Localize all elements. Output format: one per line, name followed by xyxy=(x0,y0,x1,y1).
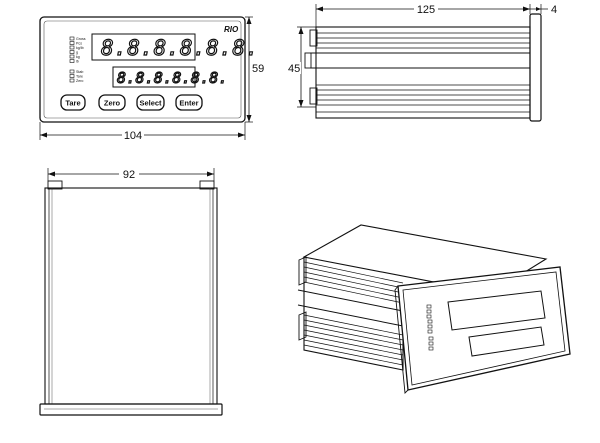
indicator-led xyxy=(69,78,75,83)
indicator-label: kg/lb xyxy=(76,46,84,50)
tare-button: Tare xyxy=(60,94,86,111)
top-view: 92 xyxy=(39,168,223,416)
front-panel-outline xyxy=(39,16,246,123)
iso-bezel-edge xyxy=(394,285,409,394)
indicator-led xyxy=(69,59,75,63)
display-digits-bottom: 8.8.8.8.8.8. xyxy=(117,69,228,87)
iso-display-top xyxy=(447,290,546,331)
indicator-label: Stab xyxy=(76,70,83,74)
side-clip-top xyxy=(309,29,318,47)
iso-bezel-outer xyxy=(397,266,571,391)
indicator-label: Gross xyxy=(76,37,86,41)
indicator-label: Pcs xyxy=(76,42,82,46)
indicator-led xyxy=(69,45,75,50)
top-clip-right xyxy=(199,180,215,190)
top-bezel xyxy=(39,403,223,416)
indicator-label: Tare xyxy=(76,75,83,79)
indicator-label: Zero xyxy=(76,79,83,83)
indicator-led xyxy=(69,50,75,54)
side-height-label: 45 xyxy=(288,63,300,75)
iso-bezel-inner xyxy=(402,271,566,386)
front-panel-inner xyxy=(43,20,242,119)
iso-housing-top xyxy=(302,224,548,294)
iso-clip-top xyxy=(298,256,307,286)
indicator-led xyxy=(69,36,75,41)
iso-display-bottom xyxy=(468,326,545,357)
side-view: 125 4 45 xyxy=(287,3,557,122)
indicator-led xyxy=(69,74,75,78)
side-bezel-label: 4 xyxy=(551,4,557,16)
indicator-led xyxy=(69,54,75,59)
side-body xyxy=(315,26,531,119)
side-depth-dimension: 125 xyxy=(315,3,531,27)
iso-housing-side xyxy=(303,257,404,371)
iso-clip-bottom xyxy=(298,311,307,341)
top-width-dimension: 92 xyxy=(47,168,215,181)
front-width-label: 104 xyxy=(124,130,142,142)
enter-button-label: Enter xyxy=(179,99,198,108)
display-digits-top: 8.8.8.8.8.8. xyxy=(101,36,259,60)
front-width-dimension: 104 xyxy=(39,122,246,142)
front-view: RIO 8.8.8.8.8.8. 8.8.8.8.8.8. Gross Pcs … xyxy=(39,16,266,142)
top-body xyxy=(44,187,218,405)
top-width-label: 92 xyxy=(123,169,135,181)
side-clip-mid xyxy=(304,52,312,69)
side-clip-bottom xyxy=(309,87,318,105)
top-clip-left xyxy=(47,180,63,190)
tare-button-outline xyxy=(60,94,86,111)
indicator-label: g xyxy=(76,51,78,55)
indicator-label: kg xyxy=(76,55,80,59)
iso-led-column xyxy=(426,304,434,351)
side-height-dimension: 45 xyxy=(287,26,316,108)
zero-button: Zero xyxy=(98,94,126,111)
front-height-label: 59 xyxy=(252,63,264,75)
iso-side-fins xyxy=(297,261,404,366)
indicator-led xyxy=(69,69,75,74)
indicator-group-top: Gross Pcs kg/lb g kg lb xyxy=(69,36,86,64)
tare-button-label: Tare xyxy=(65,99,80,108)
enter-button-outline xyxy=(175,94,203,111)
select-button-label: Select xyxy=(139,99,162,108)
indicator-led xyxy=(69,41,75,45)
display-window-bottom xyxy=(112,66,196,88)
side-bezel xyxy=(529,13,542,122)
indicator-label: lb xyxy=(76,60,79,64)
select-button-outline xyxy=(136,94,165,111)
side-bezel-dimension: 4 xyxy=(530,4,557,16)
brand-logo: RIO xyxy=(224,25,239,34)
side-fins xyxy=(310,32,530,113)
select-button: Select xyxy=(136,94,165,111)
enter-button: Enter xyxy=(175,94,203,111)
isometric-view xyxy=(297,224,571,394)
zero-button-outline xyxy=(98,94,126,111)
zero-button-label: Zero xyxy=(104,99,121,108)
display-window-top xyxy=(91,33,196,61)
indicator-group-bottom: Stab Tare Zero xyxy=(69,69,83,83)
side-depth-label: 125 xyxy=(417,4,435,16)
front-height-dimension: 59 xyxy=(245,16,266,123)
